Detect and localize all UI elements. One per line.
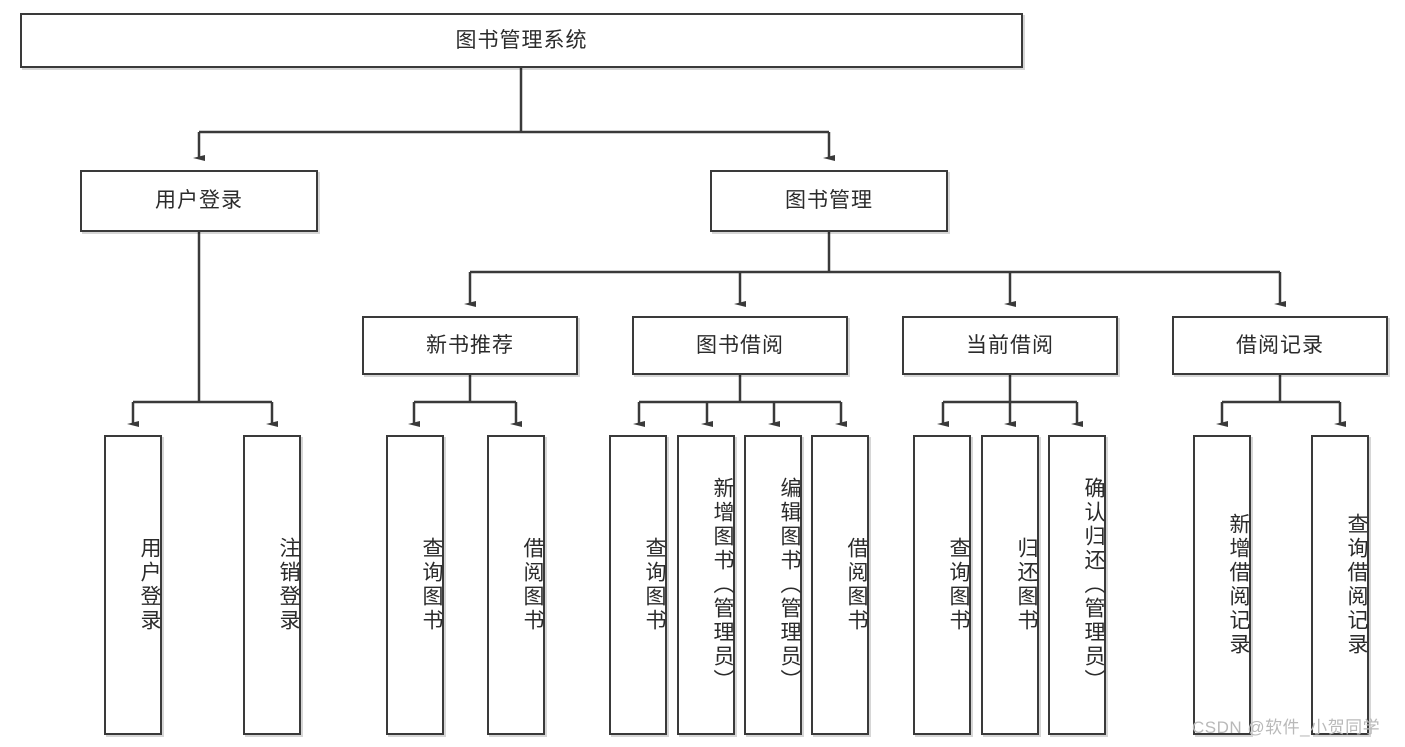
node-label: 新增借阅记录 <box>1227 513 1250 657</box>
node-new-book-recommend[interactable]: 新书推荐 <box>362 316 578 375</box>
leaf-record-add-record[interactable]: 新增借阅记录 <box>1193 435 1251 735</box>
leaf-recommend-query-book[interactable]: 查询图书 <box>386 435 444 735</box>
leaf-current-return-book[interactable]: 归还图书 <box>981 435 1039 735</box>
node-label: 注销登录 <box>277 537 300 633</box>
node-root-system[interactable]: 图书管理系统 <box>20 13 1023 68</box>
node-label: 归还图书 <box>1015 537 1038 633</box>
node-label: 查询图书 <box>420 537 443 633</box>
node-label: 查询借阅记录 <box>1345 513 1368 657</box>
node-label: 新增图书（管理员） <box>711 477 734 693</box>
node-label: 查询图书 <box>643 537 666 633</box>
leaf-borrow-borrow-book[interactable]: 借阅图书 <box>811 435 869 735</box>
node-label: 图书管理系统 <box>455 28 588 52</box>
node-book-borrow[interactable]: 图书借阅 <box>632 316 848 375</box>
node-label: 借阅图书 <box>521 537 544 633</box>
node-borrow-record[interactable]: 借阅记录 <box>1172 316 1388 375</box>
leaf-current-query-book[interactable]: 查询图书 <box>913 435 971 735</box>
node-current-borrow[interactable]: 当前借阅 <box>902 316 1118 375</box>
node-label: 确认归还（管理员） <box>1082 477 1105 693</box>
leaf-user-logout[interactable]: 注销登录 <box>243 435 301 735</box>
leaf-borrow-query-book[interactable]: 查询图书 <box>609 435 667 735</box>
leaf-record-query-record[interactable]: 查询借阅记录 <box>1311 435 1369 735</box>
node-book-management[interactable]: 图书管理 <box>710 170 948 232</box>
leaf-borrow-edit-book-admin[interactable]: 编辑图书（管理员） <box>744 435 802 735</box>
node-label: 用户登录 <box>155 189 243 213</box>
watermark-text: CSDN @软件_小贺同学 <box>1192 718 1381 737</box>
node-label: 图书管理 <box>785 189 873 213</box>
node-user-login[interactable]: 用户登录 <box>80 170 318 232</box>
node-label: 当前借阅 <box>966 333 1054 357</box>
node-label: 借阅记录 <box>1236 333 1324 357</box>
leaf-borrow-add-book-admin[interactable]: 新增图书（管理员） <box>677 435 735 735</box>
node-label: 借阅图书 <box>845 537 868 633</box>
leaf-user-login[interactable]: 用户登录 <box>104 435 162 735</box>
leaf-current-confirm-return-admin[interactable]: 确认归还（管理员） <box>1048 435 1106 735</box>
node-label: 图书借阅 <box>696 333 784 357</box>
node-label: 用户登录 <box>138 537 161 633</box>
node-label: 编辑图书（管理员） <box>778 477 801 693</box>
node-label: 新书推荐 <box>426 333 514 357</box>
node-label: 查询图书 <box>947 537 970 633</box>
leaf-recommend-borrow-book[interactable]: 借阅图书 <box>487 435 545 735</box>
